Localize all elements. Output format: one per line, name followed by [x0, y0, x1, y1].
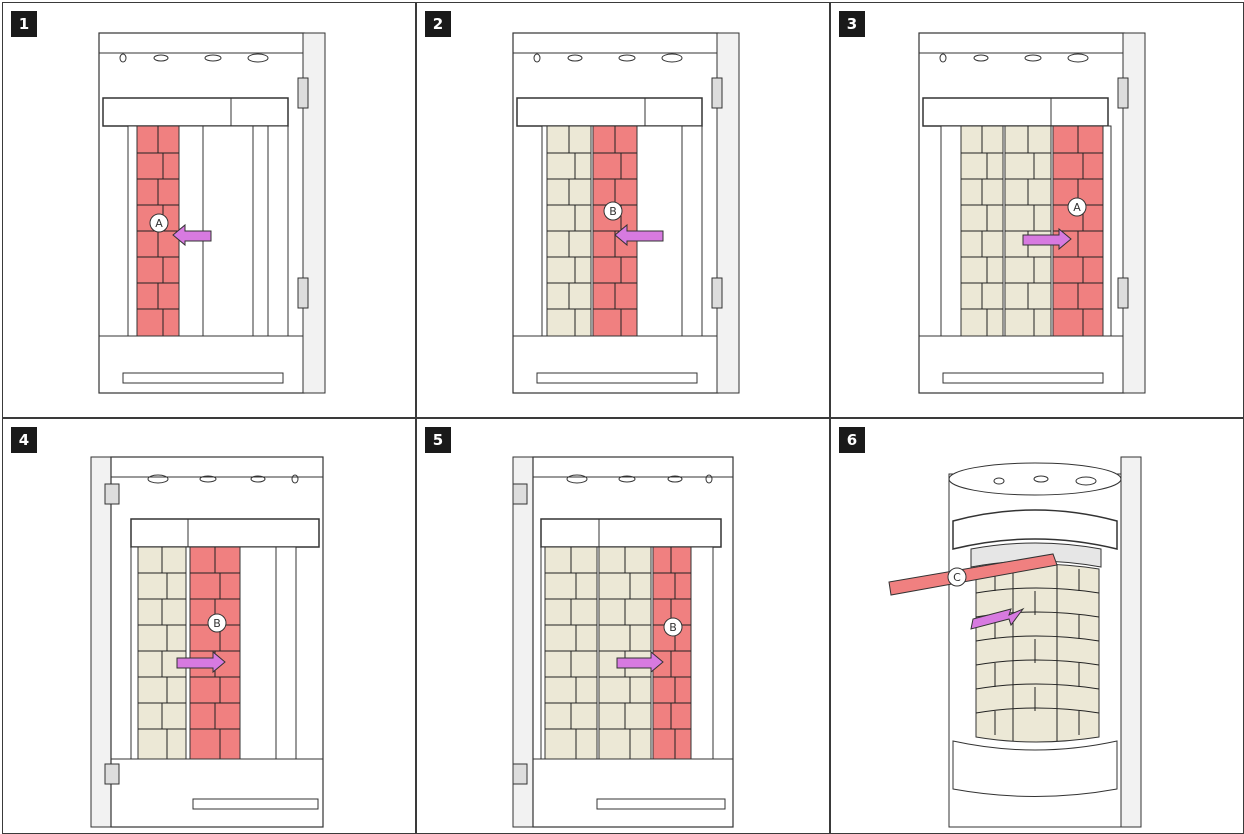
stove-illustration: B	[417, 419, 830, 831]
panel-step-1: 1	[2, 2, 416, 418]
callout-label: B	[669, 621, 677, 634]
callout-label: B	[609, 205, 617, 218]
stove-illustration: C	[831, 419, 1244, 831]
callout-label: A	[1073, 201, 1081, 214]
panel-step-4: 4	[2, 418, 416, 834]
panel-step-3: 3	[830, 2, 1244, 418]
panel-step-6: 6	[830, 418, 1244, 834]
stove-illustration: A	[831, 3, 1244, 418]
callout-label: A	[155, 217, 163, 230]
stove-illustration: B	[3, 419, 416, 831]
callout-label: B	[213, 617, 221, 630]
callout-label: C	[953, 571, 961, 584]
panel-step-2: 2	[416, 2, 830, 418]
stove-illustration: B	[417, 3, 830, 418]
stove-illustration: A	[3, 3, 416, 418]
panel-step-5: 5	[416, 418, 830, 834]
